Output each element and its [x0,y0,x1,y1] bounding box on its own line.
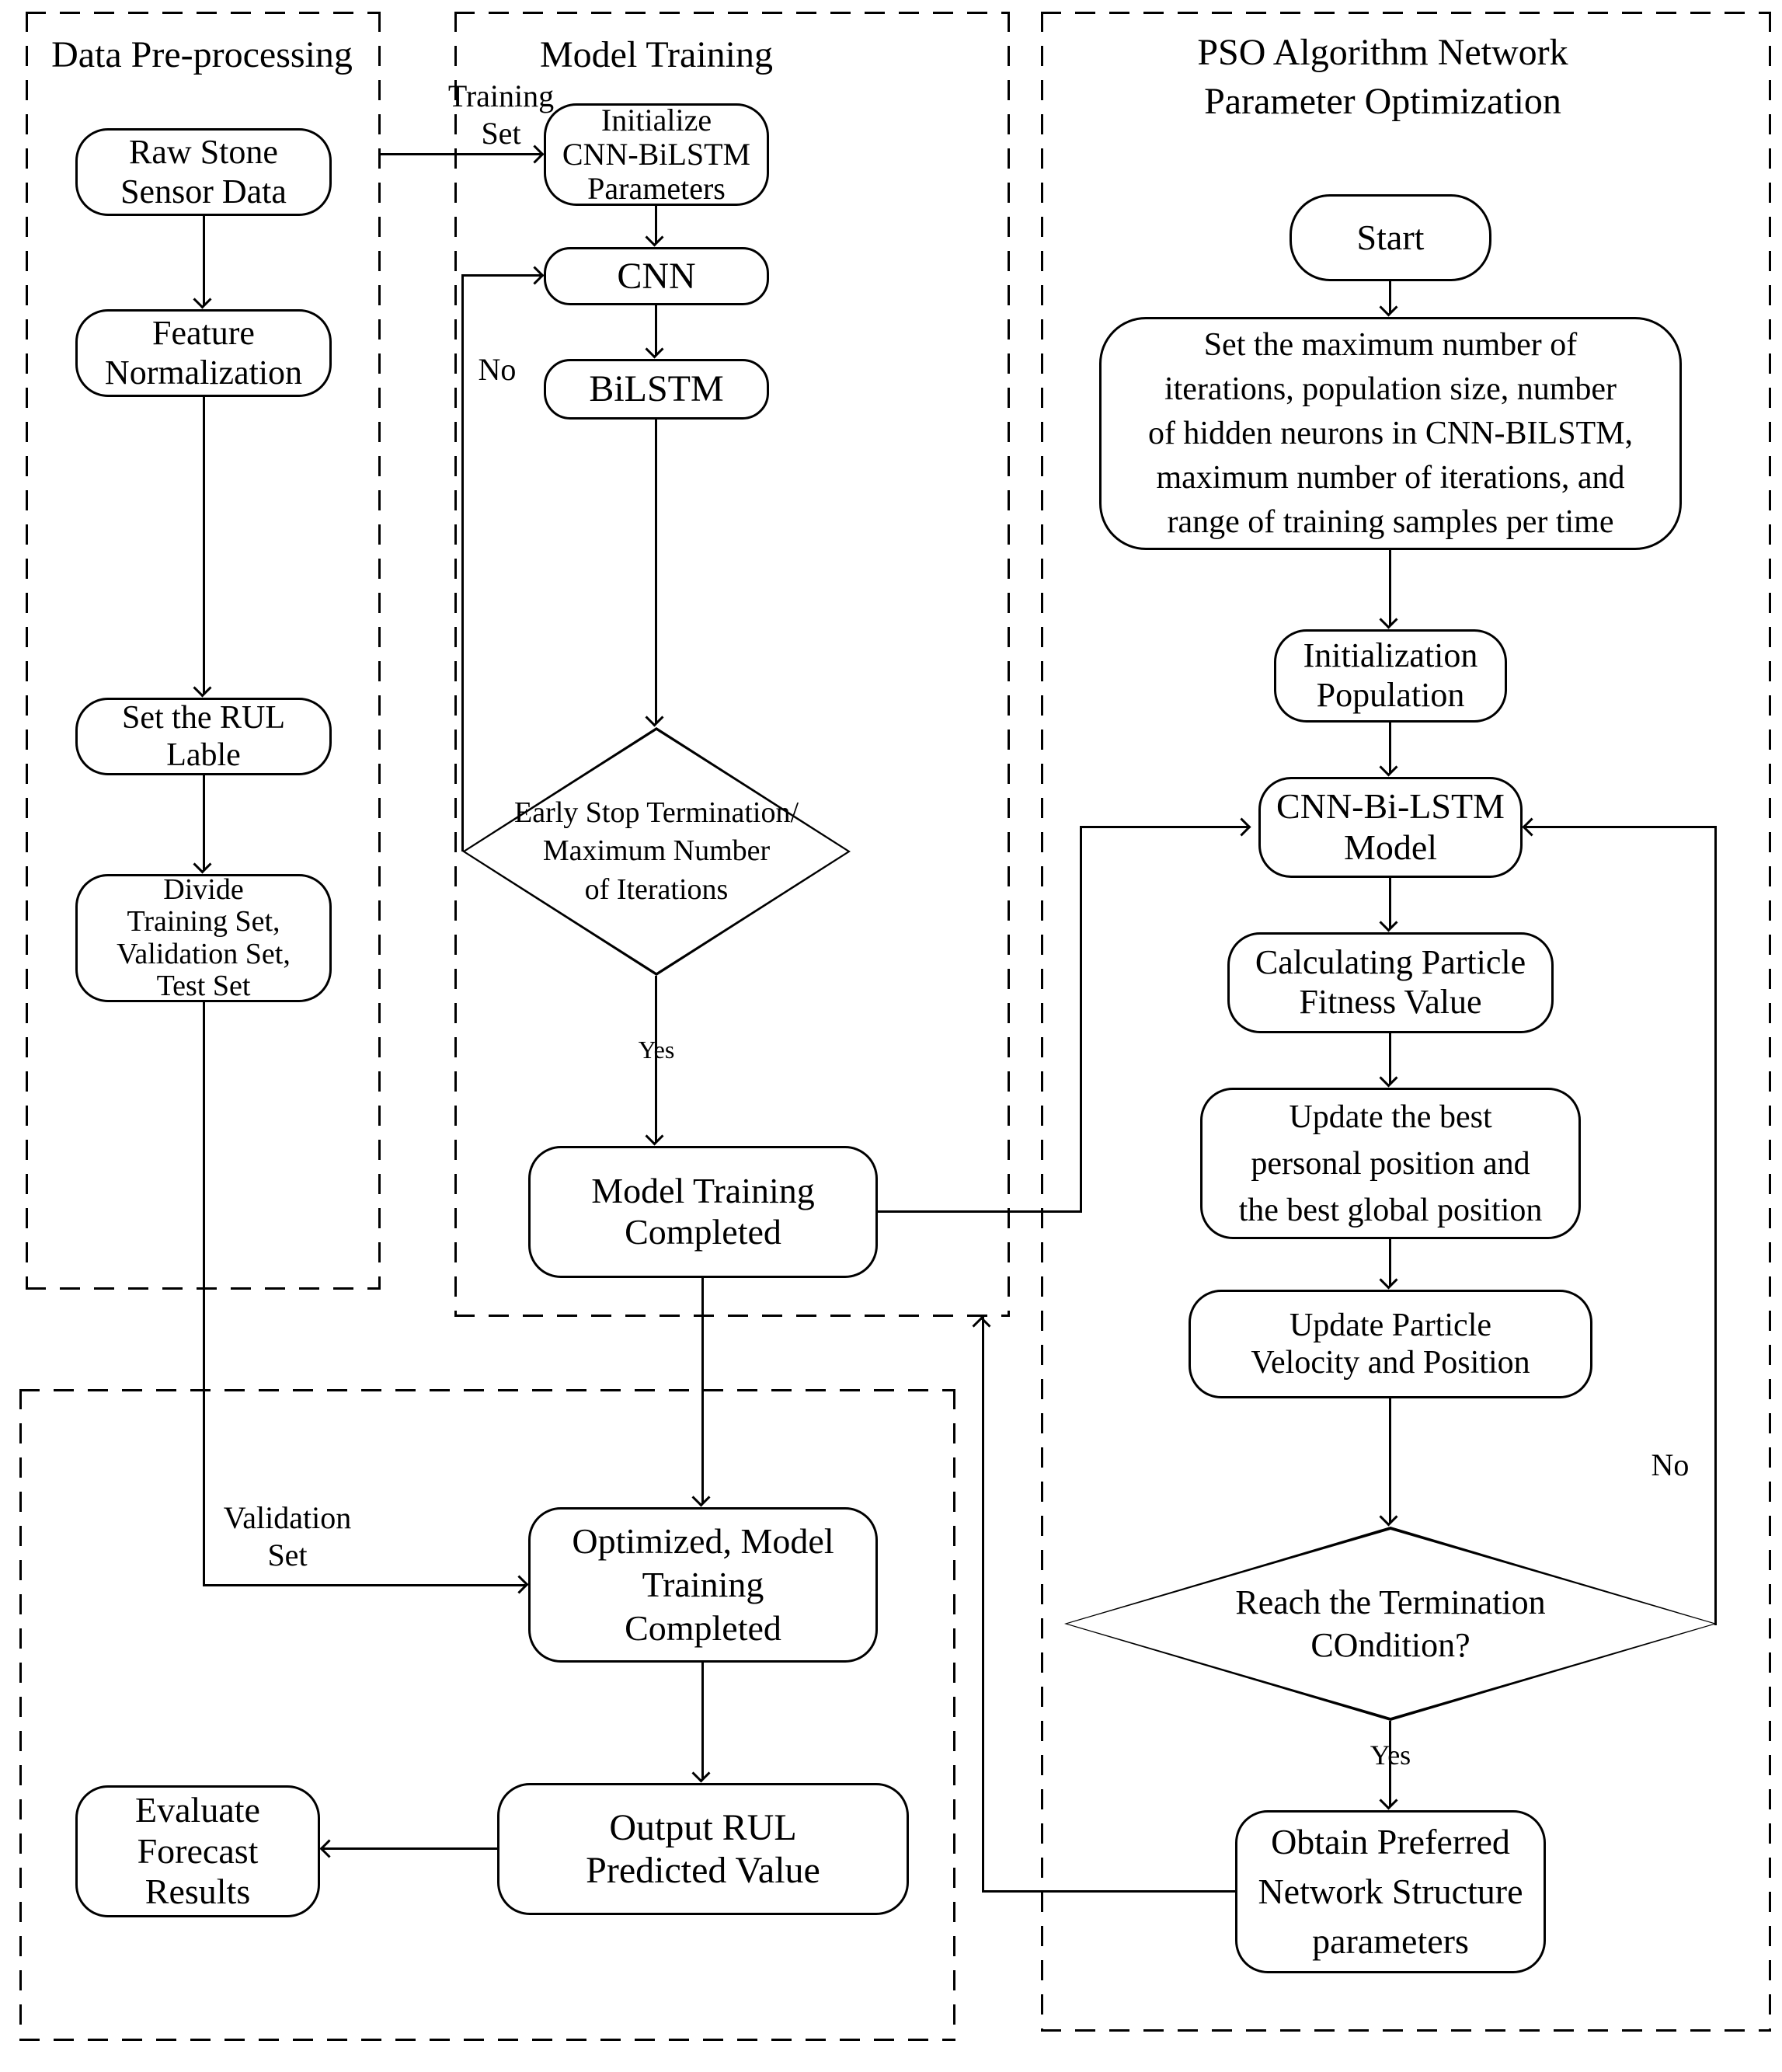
arrowhead [691,1764,711,1783]
arrow-updatebest-to-velocity [1389,1239,1391,1287]
node-raw-stone-sensor-data: Raw Stone Sensor Data [75,128,332,216]
arrow-optimized-to-output [701,1663,704,1780]
node-bilstm: BiLSTM [544,359,769,420]
arrow-start-to-setparams [1389,281,1391,314]
edge-label-validation-set: Validation Set [223,1500,352,1572]
connector-completed-to-model-h1 [878,1210,1082,1213]
arrow-completed-to-optimized [701,1278,704,1504]
connector-completed-to-model-v [1080,826,1082,1213]
arrowhead [193,678,212,698]
arrowhead [525,266,545,285]
node-update-particle-velocity: Update Particle Velocity and Position [1189,1290,1592,1398]
border-edge [26,12,381,14]
arrow-model-to-fitness [1389,878,1391,929]
node-evaluate-forecast-results: Evaluate Forecast Results [75,1785,320,1917]
arrowhead [1379,1791,1398,1810]
arrow-earlystop-to-completed [655,976,657,1143]
border-edge [19,1389,22,2041]
connector-pso-no-horizontal [1526,826,1717,828]
border-edge [1041,12,1771,14]
border-edge [1769,12,1771,2032]
edge-label-no-pso: No [1651,1447,1690,1482]
edge-label-no-model-training: No [478,352,517,387]
node-model-training-completed: Model Training Completed [528,1146,878,1278]
section-title-model-training: Model Training [539,34,774,75]
connector-validation-horizontal [203,1584,525,1586]
connector-validation-vertical [203,1002,205,1586]
arrow-initialize-to-cnn [655,206,657,244]
arrowhead [1379,1270,1398,1290]
border-edge [26,12,28,1290]
arrowhead [645,228,664,247]
connector-no-loop-horizontal [461,274,541,277]
arrowhead [645,1127,664,1146]
arrowhead [972,1316,991,1335]
section-title-preprocessing: Data Pre-processing [51,34,353,75]
arrowhead [319,1839,339,1858]
node-initialize-cnn-bilstm-parameters: Initialize CNN-BiLSTM Parameters [544,103,769,206]
arrowhead [691,1488,711,1507]
border-edge [19,2039,955,2041]
border-edge [454,1315,1010,1317]
arrowhead [1379,1507,1398,1527]
node-update-best-positions: Update the best personal position and th… [1200,1088,1581,1239]
border-edge [378,12,381,1290]
arrowhead [510,1575,529,1594]
arrow-bilstm-to-earlystop [655,420,657,724]
connector-obtain-feedback-v [982,1317,984,1893]
arrow-rul-to-divide [203,775,205,871]
node-optimized-model-training-completed: Optimized, Model Training Completed [528,1507,878,1663]
arrowhead [1379,610,1398,629]
arrow-termination-to-obtain [1389,1721,1391,1807]
border-edge [953,1389,955,2041]
border-edge [454,12,1010,14]
decision-early-stop-label: Early Stop Termination/ Maximum Number o… [513,796,799,906]
border-edge [1008,12,1010,1317]
decision-termination-condition: Reach the Termination COndition? [1064,1527,1717,1721]
node-cnn: CNN [544,247,769,305]
node-initialization-population: Initialization Population [1274,629,1507,723]
connector-completed-to-model-h2 [1080,826,1248,828]
node-start: Start [1290,194,1491,281]
node-set-pso-parameters: Set the maximum number of iterations, po… [1099,317,1682,550]
arrowhead [645,340,664,359]
arrowhead [1379,298,1398,317]
node-output-rul-predicted-value: Output RUL Predicted Value [497,1783,909,1915]
node-calculating-particle-fitness: Calculating Particle Fitness Value [1227,932,1554,1033]
decision-early-stop: Early Stop Termination/ Maximum Number o… [462,727,851,976]
connector-obtain-feedback-h [983,1890,1235,1893]
node-obtain-preferred-parameters: Obtain Preferred Network Structure param… [1235,1810,1546,1973]
connector-training-set [381,153,541,155]
arrowhead [645,708,664,727]
node-set-rul-label: Set the RUL Lable [75,698,332,775]
arrow-raw-to-normalization [203,216,205,306]
arrowhead [1522,817,1541,837]
border-edge [454,12,457,1317]
arrowhead [1232,817,1251,837]
edge-label-training-set: Training Set [447,78,555,151]
node-divide-sets: Divide Training Set, Validation Set, Tes… [75,874,332,1002]
border-edge [19,1389,955,1391]
node-feature-normalization: Feature Normalization [75,309,332,397]
arrowhead [193,855,212,874]
arrow-fitness-to-updatebest [1389,1033,1391,1085]
section-title-pso: PSO Algorithm Network Parameter Optimiza… [1197,32,1568,123]
connector-no-loop-vertical [461,276,464,851]
border-edge [1041,2029,1771,2032]
connector-pso-no-vertical [1714,826,1717,1625]
arrow-cnn-to-bilstm [655,305,657,356]
arrowhead [1379,1068,1398,1088]
arrowhead [1379,913,1398,932]
arrow-normalization-to-rul [203,397,205,695]
arrow-velocity-to-termination [1389,1398,1391,1524]
arrow-initpop-to-model [1389,723,1391,774]
arrowhead [1379,757,1398,777]
node-cnn-bilstm-model: CNN-Bi-LSTM Model [1258,777,1523,878]
arrow-setparams-to-initpop [1389,550,1391,626]
border-edge [1041,12,1043,2032]
arrowhead [193,290,212,309]
arrow-output-to-evaluate [323,1847,497,1850]
decision-termination-label: Reach the Termination COndition? [1235,1583,1546,1664]
